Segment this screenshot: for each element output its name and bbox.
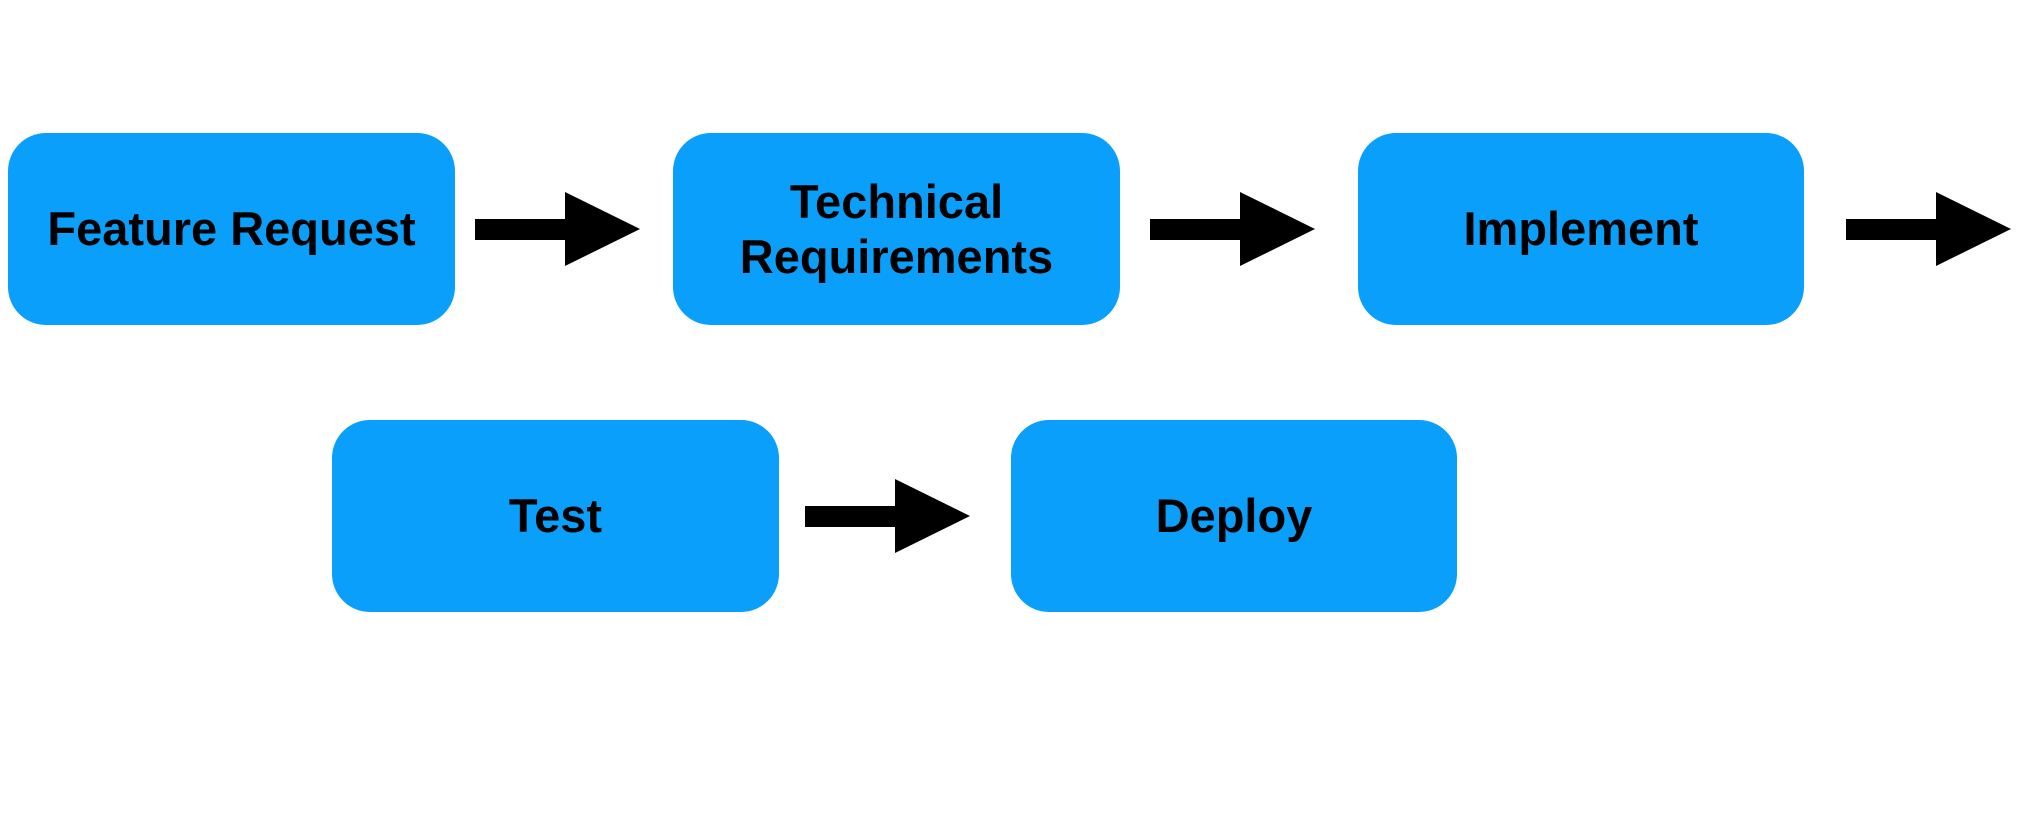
node-label-implement: Implement bbox=[1463, 202, 1699, 256]
arrow-shaft bbox=[1846, 218, 1936, 240]
flow-arrow-icon bbox=[805, 479, 970, 553]
flow-node-test: Test bbox=[332, 420, 779, 612]
flow-node-implement: Implement bbox=[1358, 133, 1804, 325]
arrow-head bbox=[1936, 192, 2011, 266]
node-label-deploy: Deploy bbox=[1155, 489, 1313, 543]
node-label-feature-request: Feature Request bbox=[47, 202, 416, 256]
flow-arrow-icon bbox=[1150, 192, 1315, 266]
flow-arrow-icon bbox=[1846, 192, 2011, 266]
flow-node-technical-requirements: Technical Requirements bbox=[673, 133, 1120, 325]
arrow-head bbox=[1240, 192, 1315, 266]
arrow-shaft bbox=[1150, 218, 1240, 240]
node-label-technical-requirements: Technical Requirements bbox=[739, 174, 1054, 283]
flow-arrow-icon bbox=[475, 192, 640, 266]
node-label-test: Test bbox=[508, 489, 603, 543]
arrow-head bbox=[565, 192, 640, 266]
arrow-head bbox=[895, 479, 970, 553]
arrow-shaft bbox=[805, 505, 895, 527]
flow-node-deploy: Deploy bbox=[1011, 420, 1457, 612]
flow-node-feature-request: Feature Request bbox=[8, 133, 455, 325]
arrow-shaft bbox=[475, 218, 565, 240]
